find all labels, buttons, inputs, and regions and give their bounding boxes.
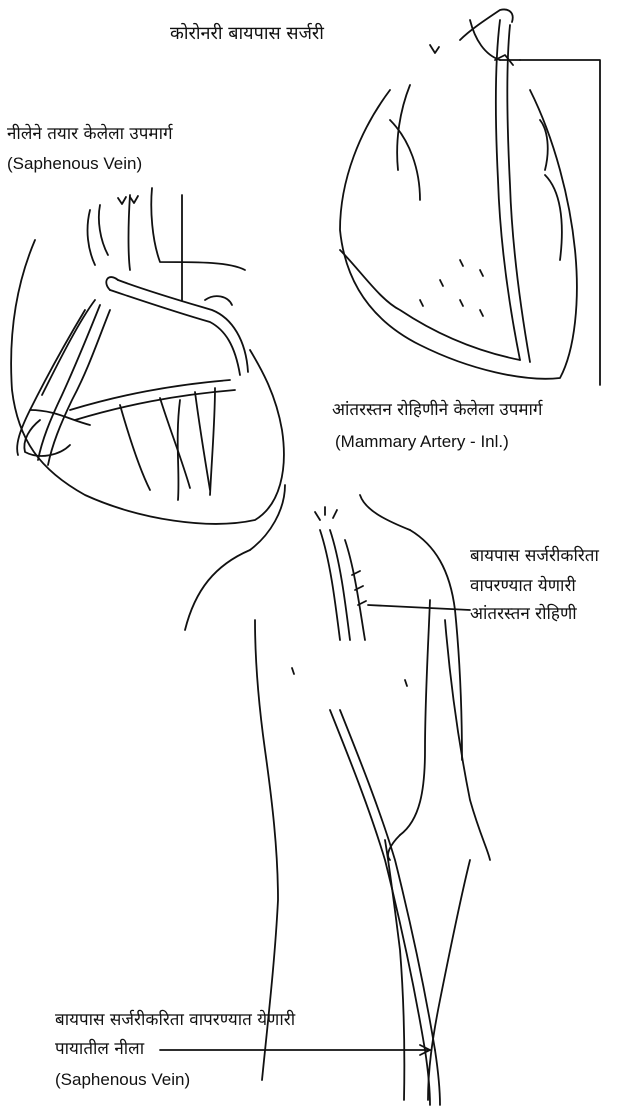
- mammary-artery-label-line1: बायपास सर्जरीकरिता: [470, 544, 599, 568]
- mammary-artery-label-line3: आंतरस्तन रोहिणी: [470, 602, 577, 626]
- saphenous-graft-label-english: (Saphenous Vein): [7, 152, 142, 176]
- mammary-graft-label-marathi: आंतरस्तन रोहिणीने केलेला उपमार्ग: [332, 398, 543, 422]
- diagram-title: कोरोनरी बायपास सर्जरी: [170, 22, 324, 46]
- heart-with-mammary-graft-drawing: [340, 10, 600, 386]
- mammary-graft-label-english: (Mammary Artery - Inl.): [335, 430, 509, 454]
- saphenous-graft-label-marathi: नीलेने तयार केलेला उपमार्ग: [7, 122, 173, 146]
- mammary-artery-label-line2: वापरण्यात येणारी: [470, 574, 576, 598]
- heart-with-saphenous-graft-drawing: [11, 188, 284, 524]
- leg-vein-label-line3: (Saphenous Vein): [55, 1068, 190, 1092]
- leg-vein-label-line2: पायातील नीला: [55, 1037, 144, 1061]
- leg-vein-label-line1: बायपास सर्जरीकरिता वापरण्यात येणारी: [55, 1008, 295, 1032]
